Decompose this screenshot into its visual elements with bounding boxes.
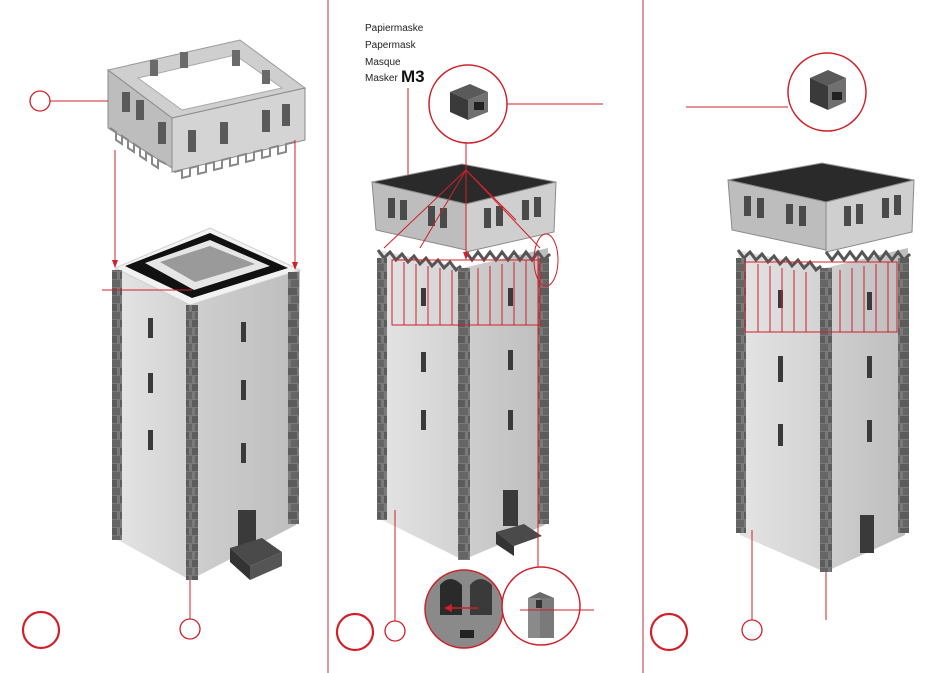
detail-callout-top-3 [686,53,866,131]
detail-callout-top-2 [429,65,603,143]
tower-body-1 [112,228,300,580]
paper-mask-label-nl: Masker [365,73,398,84]
panel-2: Papiermaske Papermask Masque Masker M3 [337,23,603,650]
panel-1 [23,40,305,648]
panel-3 [651,53,914,650]
paper-mask-label-fr: Masque [365,57,401,68]
tower-body-3 [728,163,914,572]
roof-ring-part [108,40,305,178]
part-code-m3: M3 [401,67,425,86]
callouts-panel-3 [651,530,762,650]
tower-body-2 [372,164,556,560]
paper-mask-label-en: Papermask [365,40,417,51]
paper-mask-label-de: Papiermaske [365,23,424,34]
